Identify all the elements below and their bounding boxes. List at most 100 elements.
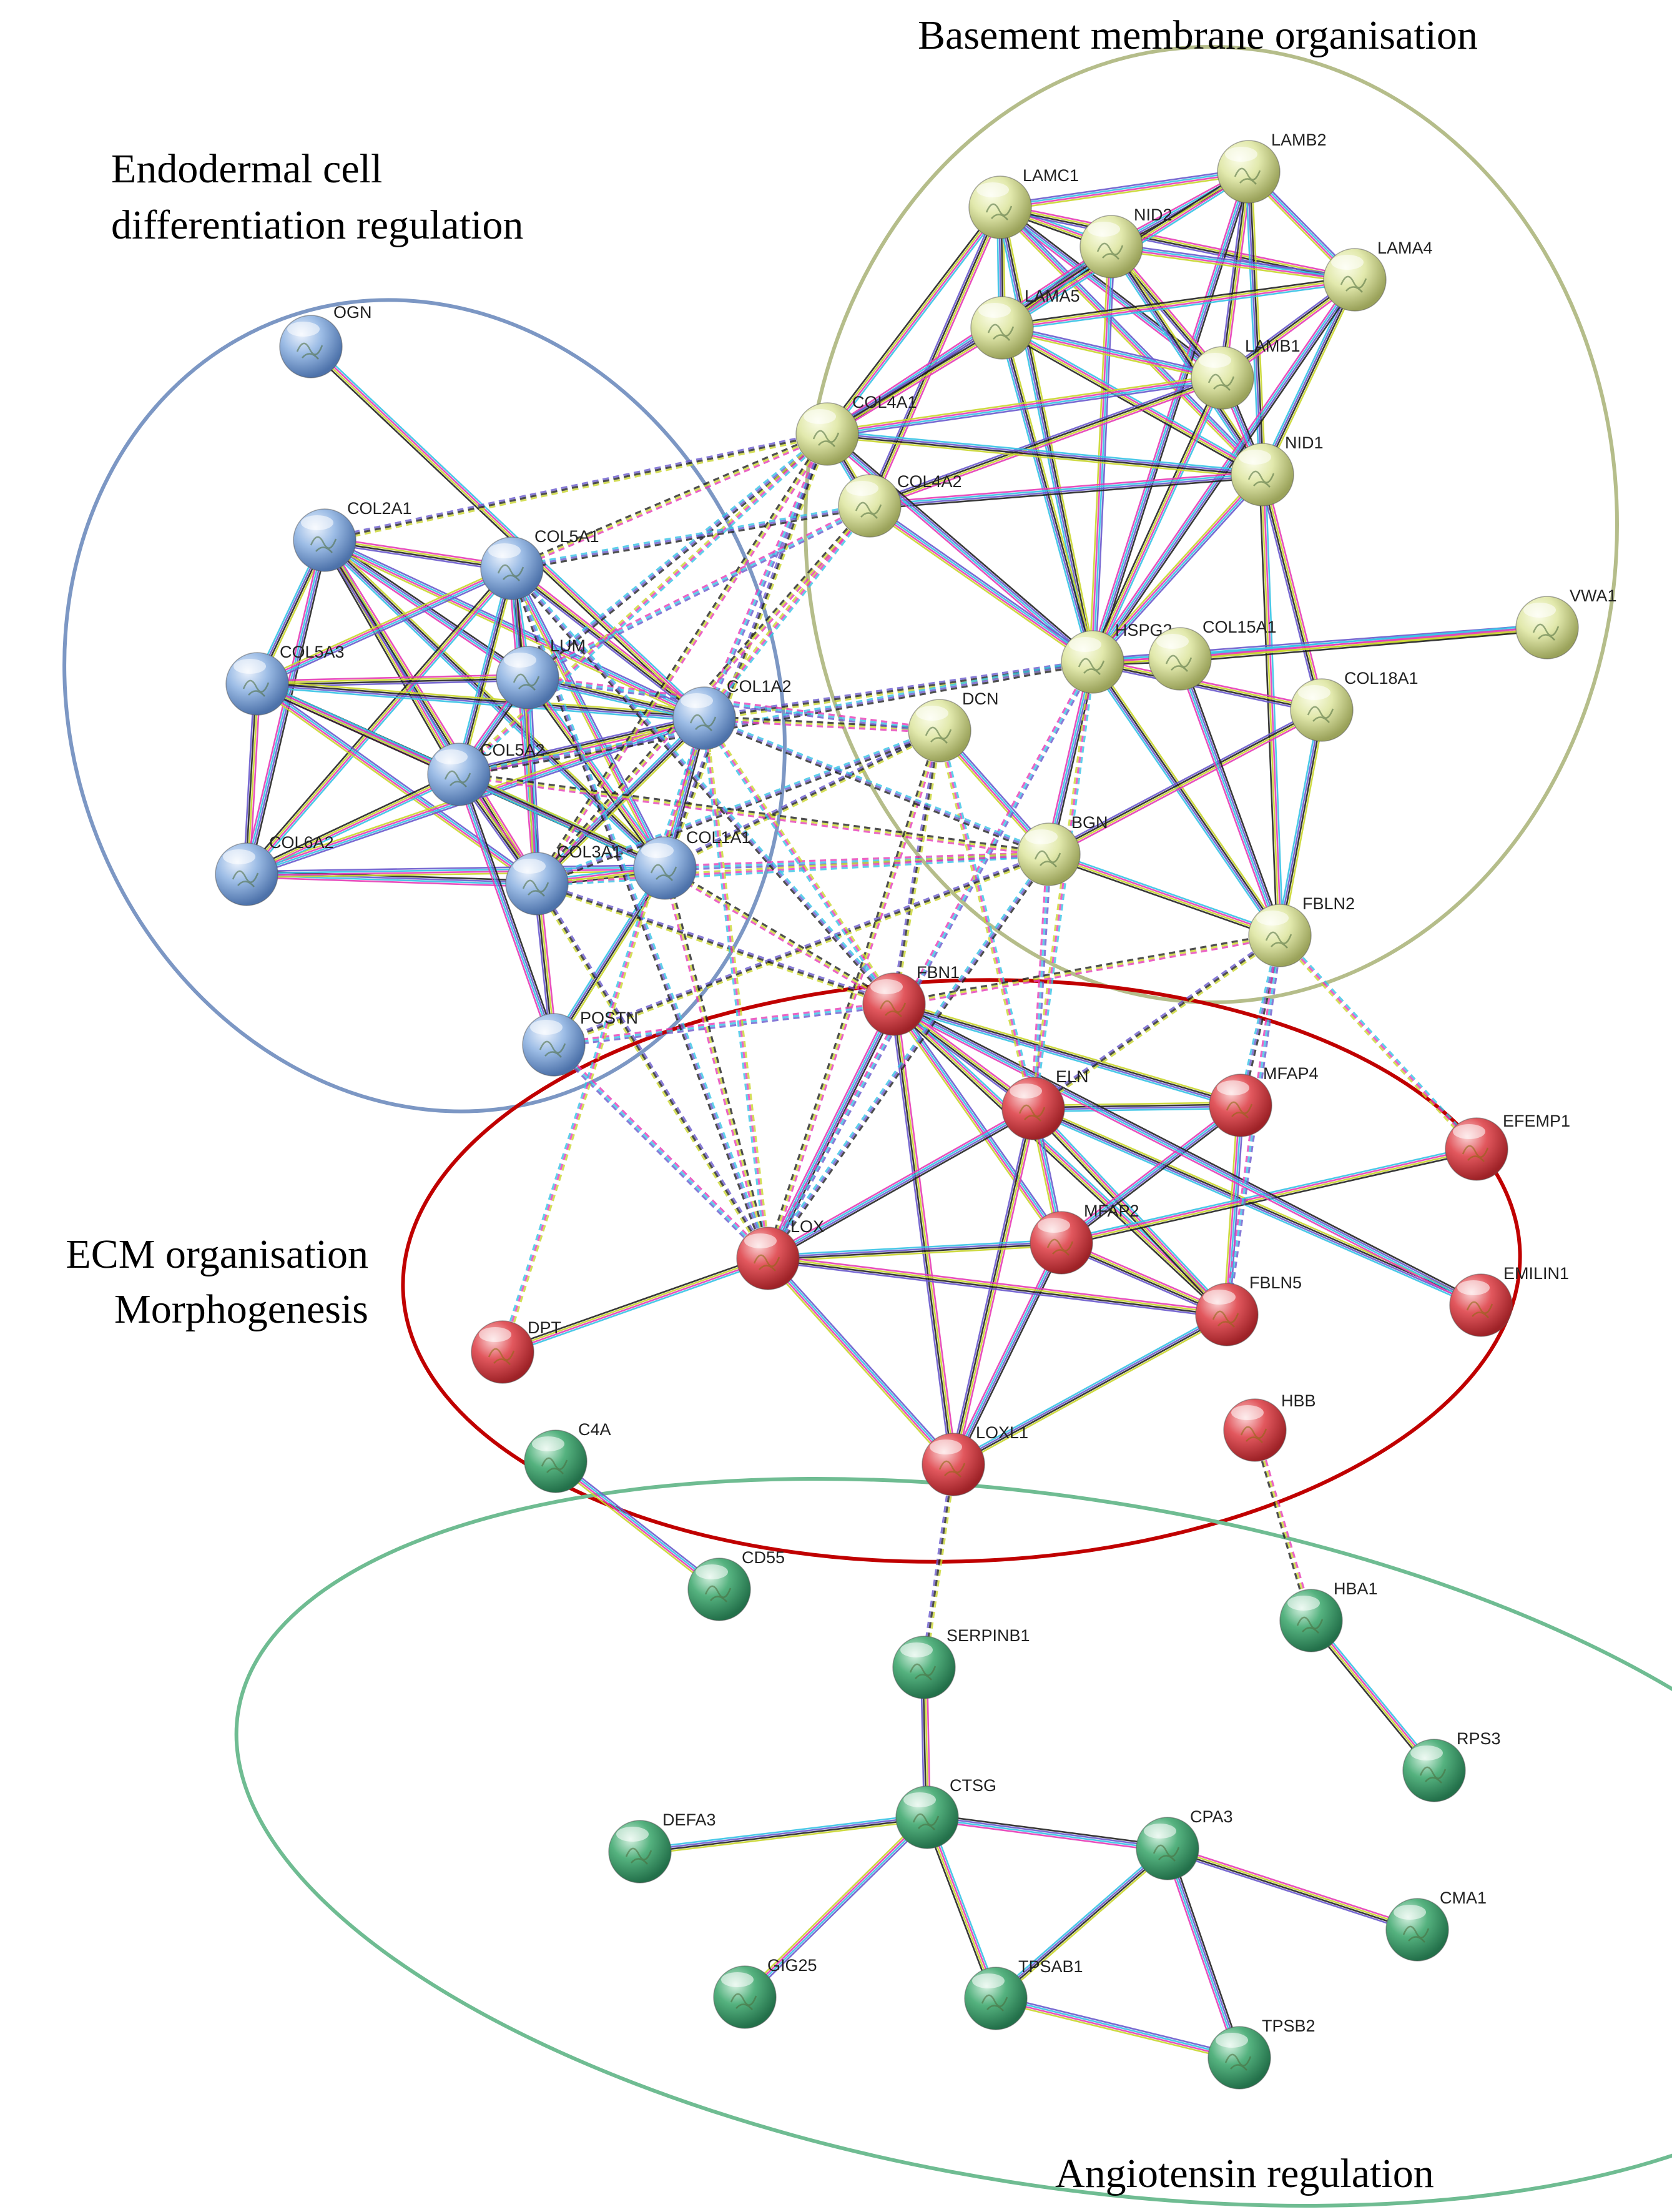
node-mfap4[interactable]: MFAP4 [1209,1064,1319,1137]
edge-HBA1-RPS3 [1308,1618,1437,1773]
node-label: SERPINB1 [947,1626,1030,1645]
node-label: VWA1 [1570,586,1617,605]
edge-HSPG2-COL18A1 [1091,658,1323,714]
node-tpsb2[interactable]: TPSB2 [1207,2017,1315,2090]
edge-COL4A1-COL5A2 [456,432,830,777]
edge-C4A-CD55 [553,1458,722,1592]
node-lamb2[interactable]: LAMB2 [1217,131,1327,204]
node-col4a1[interactable]: COL4A1 [795,393,917,466]
cluster-outline-angio [234,1477,1672,2208]
node-cma1[interactable]: CMA1 [1385,1889,1487,1962]
structure-icon [1165,654,1193,672]
node-label: ELN [1056,1067,1089,1086]
edge-NID1-FBLN2 [1258,474,1284,936]
node-ctsg[interactable]: CTSG [895,1776,996,1849]
node-col4a2[interactable]: COL4A2 [838,472,962,538]
node-fbln2[interactable]: FBLN2 [1248,894,1355,967]
highlight [696,1564,728,1579]
edge-COL18A1-BGN [1047,706,1324,858]
node-efemp1[interactable]: EFEMP1 [1445,1112,1570,1181]
edge-layer [242,167,1548,2061]
node-mfap2[interactable]: MFAP2 [1030,1202,1139,1275]
edge-LAMB1-HSPG2 [1089,376,1226,664]
node-dcn[interactable]: DCN [908,689,999,763]
node-label: LAMA4 [1377,239,1433,257]
node-ogn[interactable]: OGN [279,303,372,378]
node-lum[interactable]: LUM [496,636,586,709]
node-bgn[interactable]: BGN [1017,813,1108,886]
node-col1a2[interactable]: COL1A2 [672,677,792,750]
edge-COL5A1-COL5A3 [255,565,514,688]
node-col5a3[interactable]: COL5A3 [225,643,345,716]
node-fbn1[interactable]: FBN1 [862,963,960,1036]
node-lamc1[interactable]: LAMC1 [968,166,1079,239]
node-label: DEFA3 [662,1810,716,1829]
node-label: COL4A1 [852,393,917,412]
node-serpinb1[interactable]: SERPINB1 [892,1626,1030,1699]
node-loxl1[interactable]: LOXL1 [922,1423,1028,1496]
edge-FBN1-COL5A1 [509,566,897,1007]
node-nid2[interactable]: NID2 [1079,205,1173,279]
node-label: LAMA5 [1025,287,1080,305]
node-emilin1[interactable]: EMILIN1 [1449,1264,1569,1337]
highlight [616,1827,649,1842]
structure-icon [1340,275,1367,293]
node-label: NID2 [1134,205,1173,224]
edge-LAMA5-COL4A1 [825,324,1005,438]
node-col5a1[interactable]: COL5A1 [480,527,599,600]
node-col6a2[interactable]: COL6A2 [215,833,334,906]
edge-COL4A2-HSPG2 [867,503,1095,665]
edge-COL5A3-COL6A2 [242,683,262,875]
node-label: CD55 [742,1548,785,1567]
node-lama5[interactable]: LAMA5 [970,287,1080,360]
node-lama4[interactable]: LAMA4 [1323,239,1433,312]
node-tpsab1[interactable]: TPSAB1 [964,1957,1083,2030]
node-gig25[interactable]: GIG25 [713,1956,817,2029]
node-defa3[interactable]: DEFA3 [608,1810,716,1884]
node-label: LAMC1 [1023,166,1079,185]
structure-icon [987,323,1015,341]
node-eln[interactable]: ELN [1001,1067,1089,1140]
node-col5a2[interactable]: COL5A2 [427,741,545,806]
node-cpa3[interactable]: CPA3 [1136,1807,1233,1880]
node-label: CTSG [950,1776,996,1795]
highlight [1225,147,1257,162]
node-col3a1[interactable]: COL3A1 [505,842,622,916]
structure-icon [1034,850,1061,867]
highlight [1216,2033,1248,2048]
node-col15a1[interactable]: COL15A1 [1148,618,1277,691]
edge-COL15A1-VWA1 [1179,623,1548,663]
edge-FBN1-LOXL1 [890,1004,958,1465]
node-cd55[interactable]: CD55 [687,1548,785,1621]
structure-icon [1466,1301,1493,1318]
node-hbb[interactable]: HBB [1223,1391,1316,1462]
node-vwa1[interactable]: VWA1 [1515,586,1617,659]
node-hba1[interactable]: HBA1 [1279,1579,1378,1652]
node-fbln5[interactable]: FBLN5 [1195,1273,1302,1346]
highlight [1256,911,1289,926]
node-col1a1[interactable]: COL1A1 [633,828,751,900]
structure-icon [1226,1101,1253,1118]
edge-HSPG2-FBLN2 [1089,659,1284,938]
highlight [846,481,878,496]
node-col2a1[interactable]: COL2A1 [293,499,412,572]
node-nid1[interactable]: NID1 [1231,433,1324,506]
cluster-title-endodermal-line2: differentiation regulation [111,202,523,248]
edge-LOX-LOXL1 [765,1255,956,1468]
structure-icon [539,1040,566,1058]
node-postn[interactable]: POSTN [522,1009,638,1077]
edge-BGN-COL1A2 [703,715,1050,857]
structure-icon [541,1457,568,1474]
node-dpt[interactable]: DPT [471,1318,561,1384]
node-rps3[interactable]: RPS3 [1402,1729,1501,1802]
highlight [641,843,674,858]
node-lox[interactable]: LOX [736,1217,824,1290]
edge-NID1-COL4A2 [869,470,1263,510]
node-lamb1[interactable]: LAMB1 [1191,337,1301,410]
node-col18a1[interactable]: COL18A1 [1290,669,1419,742]
edge-BGN-POSTN [553,851,1050,1048]
node-c4a[interactable]: C4A [524,1420,611,1493]
edge-COL18A1-FBLN2 [1276,709,1325,937]
edge-FBN1-POSTN [553,1001,895,1048]
edge-LAMB1-COL4A2 [868,374,1224,510]
